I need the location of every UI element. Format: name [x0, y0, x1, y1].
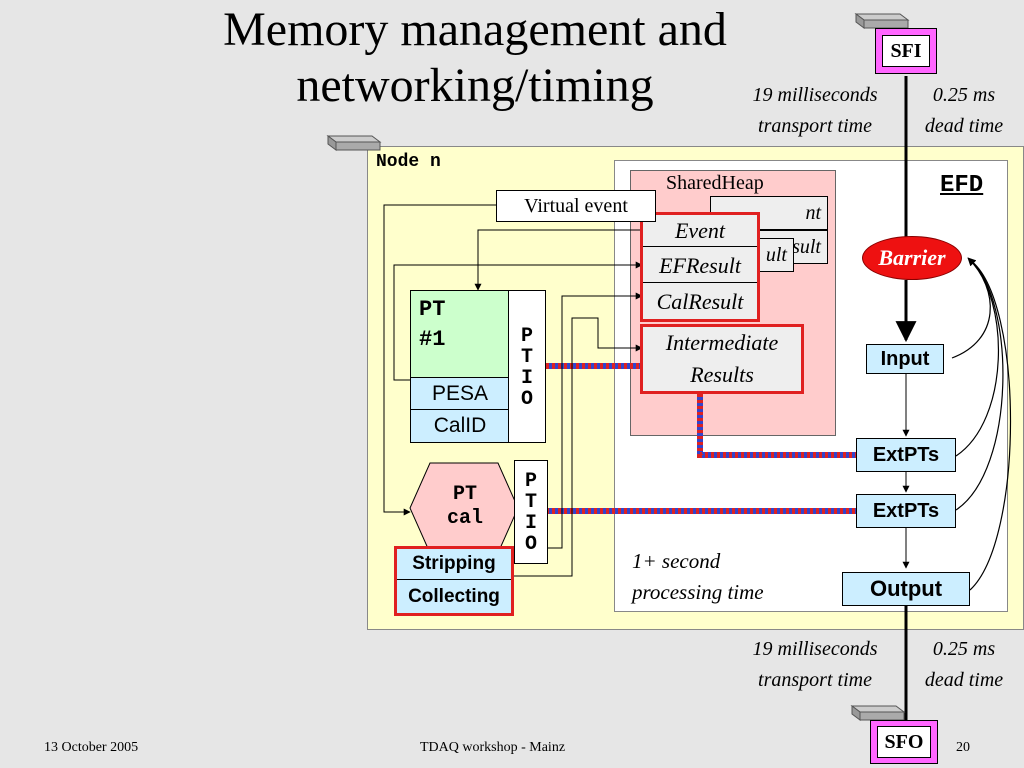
- extpts-1-label: ExtPTs: [872, 443, 940, 466]
- shared-heap-label: SharedHeap: [666, 172, 764, 194]
- sfo-server-icon: [850, 705, 906, 721]
- sfo-box: SFO: [870, 720, 938, 764]
- slide-title-line1: Memory management and: [223, 3, 727, 56]
- top-dead-time: 0.25 ms dead time: [910, 80, 1018, 142]
- pt1-ptio: PTIO: [508, 290, 546, 443]
- processing-line1: 1+ second: [632, 549, 721, 573]
- bottom-dead-line2: dead time: [924, 669, 1004, 691]
- pt1-name-line2: #1: [419, 327, 446, 352]
- heap-to-pt1: [474, 229, 642, 291]
- pt1-box: PT #1: [410, 290, 510, 378]
- sfi-server-icon: [854, 13, 910, 29]
- output-box: Output: [842, 572, 970, 606]
- stripping-box: Stripping: [397, 549, 511, 580]
- node-server-icon: [326, 135, 382, 151]
- feedback-curve-3: [955, 259, 1004, 511]
- ptcal-tools-frame: [394, 546, 514, 616]
- bottom-transport-line1: 19 milliseconds: [752, 638, 878, 660]
- collecting-to-intermediate: [514, 317, 643, 577]
- intermediate-results-line2: Results: [690, 362, 754, 387]
- sfi-label: SFI: [890, 39, 922, 62]
- virtual-event-to-pt1: [383, 204, 496, 516]
- ptcal-name-line1: PT: [452, 483, 477, 506]
- heap-mid-result-label: ult: [765, 243, 787, 266]
- bottom-transport-line2: transport time: [758, 669, 872, 691]
- intermediate-results-line1: Intermediate: [665, 330, 779, 355]
- feedback-curve-4: [969, 259, 1012, 591]
- collecting-box: Collecting: [397, 581, 511, 613]
- sfi-box: SFI: [875, 28, 937, 74]
- top-dead-line2: dead time: [924, 115, 1004, 137]
- node-n-label: Node n: [376, 152, 441, 172]
- heap-front-stack: [640, 212, 760, 322]
- heap-to-extpts-link: [697, 394, 858, 458]
- sfo-inner: SFO: [877, 726, 931, 758]
- heap-back-event-label: nt: [805, 201, 821, 224]
- bottom-dead-line1: 0.25 ms: [932, 638, 996, 660]
- sfi-inner: SFI: [882, 35, 930, 67]
- heap-to-extpts-stripe: [697, 394, 858, 458]
- ptcal-label: PT cal: [420, 474, 510, 540]
- collecting-label: Collecting: [408, 586, 500, 607]
- feedback-curve-1: [951, 257, 991, 359]
- top-transport-time: 19 milliseconds transport time: [730, 80, 900, 142]
- ptcal-ptio: PTIO: [514, 460, 548, 564]
- barrier-oval: Barrier: [862, 236, 962, 280]
- heap-efresult: EFResult: [643, 249, 757, 283]
- feedback-curve-2: [955, 259, 999, 457]
- top-dead-line1: 0.25 ms: [932, 84, 996, 106]
- sfo-label: SFO: [884, 730, 924, 753]
- ptcal-name-line2: cal: [446, 507, 483, 530]
- input-label: Input: [880, 347, 930, 370]
- ptcal-ptio-label: PTIO: [519, 470, 543, 554]
- slide-title: Memory management and networking/timing: [150, 2, 800, 114]
- virtual-event-box: Virtual event: [496, 190, 656, 222]
- top-transport-line1: 19 milliseconds: [752, 84, 878, 106]
- pt1-calid: CalID: [410, 409, 510, 443]
- bottom-dead-time: 0.25 ms dead time: [910, 634, 1018, 696]
- pt1-to-efresult: [393, 261, 643, 381]
- slide-title-line2: networking/timing: [296, 59, 654, 112]
- efd-label: EFD: [940, 172, 984, 199]
- footer-date: 13 October 2005: [44, 740, 139, 755]
- output-label: Output: [869, 576, 943, 601]
- pt1-ptio-label: PTIO: [515, 324, 539, 409]
- pt1-calid-label: CalID: [433, 414, 487, 437]
- heap-event-label: Event: [674, 217, 726, 243]
- pt1-pesa: PESA: [410, 377, 510, 410]
- heap-event: Event: [643, 215, 757, 247]
- top-transport-line2: transport time: [758, 115, 872, 137]
- processing-time-note: 1+ second processing time: [632, 546, 764, 608]
- extpts-box-2: ExtPTs: [856, 494, 956, 528]
- heap-calresult: CalResult: [643, 284, 757, 319]
- virtual-event-label: Virtual event: [524, 194, 628, 217]
- heap-efresult-label: EFResult: [659, 252, 741, 278]
- processing-line2: processing time: [632, 580, 764, 604]
- heap-back-result-label: sult: [792, 235, 821, 258]
- heap-calresult-label: CalResult: [656, 288, 744, 314]
- footer-page-number: 20: [956, 740, 970, 755]
- input-box: Input: [866, 344, 944, 374]
- extpts-2-label: ExtPTs: [872, 499, 940, 522]
- intermediate-results: Intermediate Results: [640, 324, 804, 394]
- pt1-pesa-label: PESA: [431, 381, 489, 405]
- extpts-box-1: ExtPTs: [856, 438, 956, 472]
- pt1-name-line1: PT: [419, 297, 446, 322]
- stripping-label: Stripping: [412, 553, 496, 574]
- bottom-transport-time: 19 milliseconds transport time: [730, 634, 900, 696]
- barrier-label: Barrier: [878, 245, 946, 270]
- footer-event: TDAQ workshop - Mainz: [420, 740, 566, 755]
